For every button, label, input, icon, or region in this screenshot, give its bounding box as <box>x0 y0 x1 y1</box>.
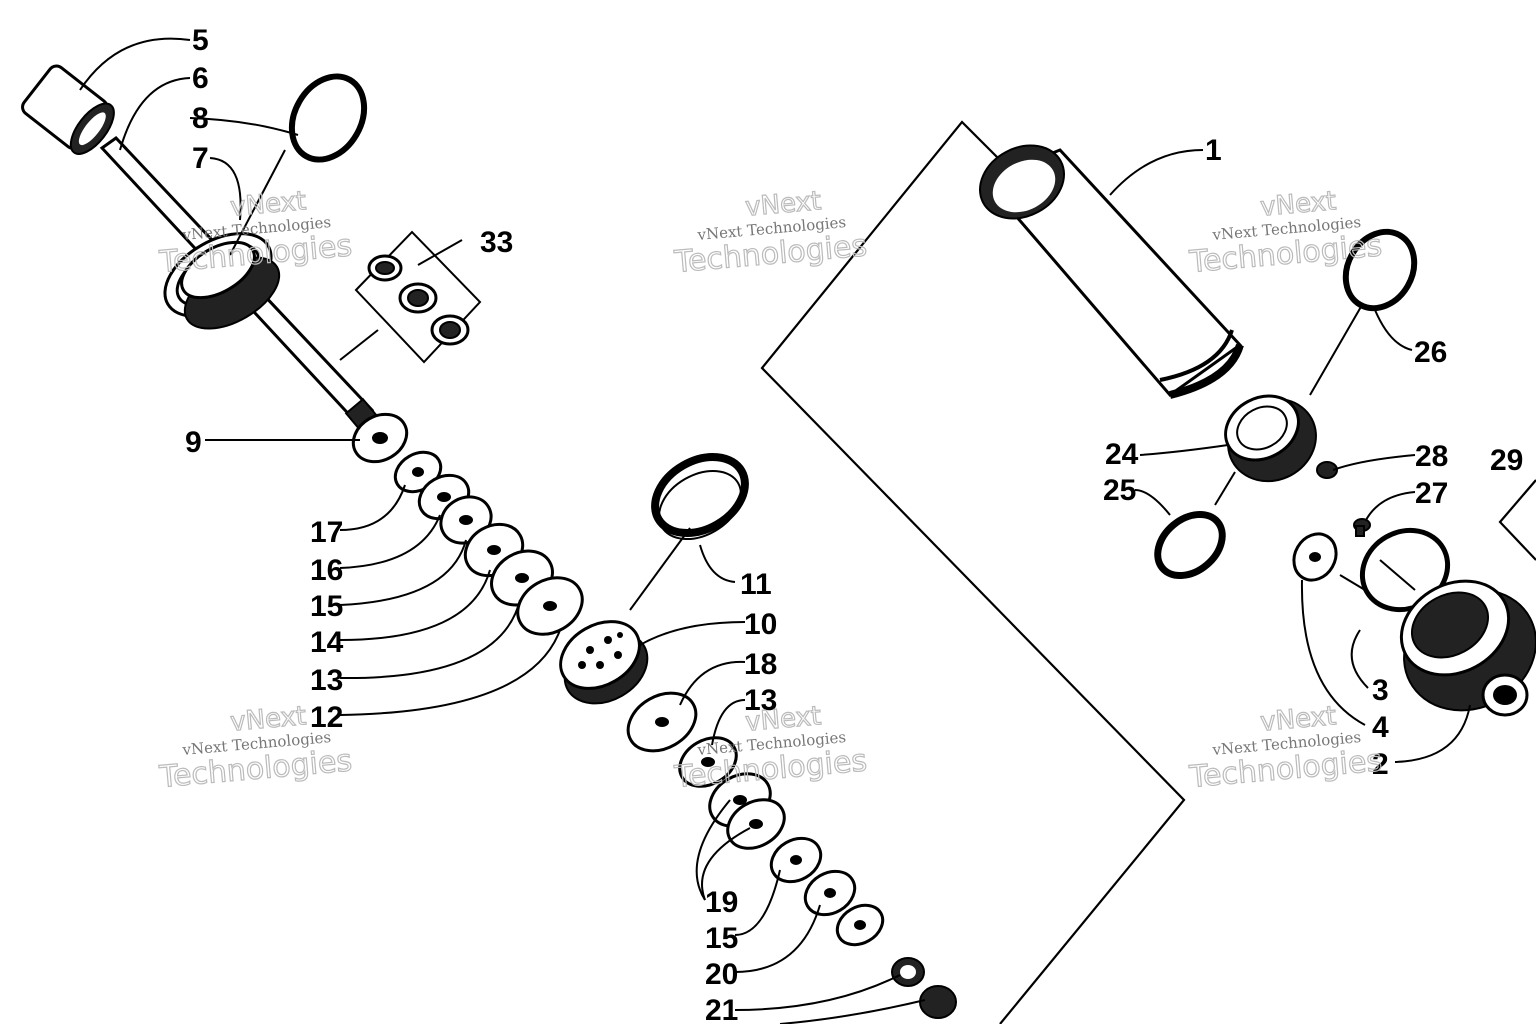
callout-9: 9 <box>185 426 202 459</box>
part-11-piston-ring <box>651 453 749 541</box>
leader-lines <box>79 37 1471 1024</box>
watermark-top-left: vNext vNext Technologies Technologies <box>157 186 354 281</box>
watermark-bottom-center: vNext vNext Technologies Technologies <box>672 701 869 796</box>
shim-stack-lower <box>626 691 957 1019</box>
part-24-end-cap <box>1224 394 1317 483</box>
callout-12: 12 <box>310 701 343 734</box>
callout-19: 19 <box>705 886 738 919</box>
callout-24: 24 <box>1105 438 1139 471</box>
callout-21: 21 <box>705 994 738 1024</box>
watermark-bottom-right-brand: vNext <box>1259 701 1337 738</box>
callout-15-lower: 15 <box>705 922 738 955</box>
callout-8: 8 <box>192 102 209 135</box>
callout-13-upper: 13 <box>310 664 343 697</box>
part-25-ring <box>1154 510 1226 580</box>
watermark-top-left-brand: vNext <box>229 186 307 223</box>
part-26-o-ring <box>1342 228 1418 312</box>
watermark-bottom-left-brand: vNext <box>229 701 307 738</box>
watermark-top-right-brand: vNext <box>1259 186 1337 223</box>
callout-2: 2 <box>1372 748 1389 781</box>
part-9-washer-hole <box>372 432 388 444</box>
callout-20: 20 <box>705 958 738 991</box>
callout-28: 28 <box>1415 440 1448 473</box>
watermark-top-center: vNext vNext Technologies Technologies <box>672 186 869 281</box>
callout-14: 14 <box>310 626 344 659</box>
callout-29: 29 <box>1490 444 1523 477</box>
shaft-assembly <box>21 64 482 464</box>
watermark-top-right: vNext vNext Technologies Technologies <box>1187 186 1384 281</box>
part-2-lower-eye <box>1399 579 1536 717</box>
part-8-o-ring <box>288 73 368 163</box>
part-5-eye-cap <box>21 64 115 155</box>
callout-3: 3 <box>1372 674 1389 707</box>
part-1-body-tube <box>978 144 1244 399</box>
watermark-bottom-right: vNext vNext Technologies Technologies <box>1187 701 1384 796</box>
callout-7: 7 <box>192 142 209 175</box>
watermark-bottom-center-brand: vNext <box>744 701 822 738</box>
callout-13-lower: 13 <box>744 684 777 717</box>
callout-18: 18 <box>744 648 777 681</box>
body-outline <box>760 120 1186 1024</box>
part-27-screw <box>1353 518 1371 537</box>
part-33-bushings <box>354 230 482 364</box>
part-10-piston <box>559 620 649 705</box>
callout-4: 4 <box>1372 711 1389 744</box>
callout-33: 33 <box>480 226 513 259</box>
part-29-bracket <box>1498 479 1536 561</box>
callout-5: 5 <box>192 24 209 57</box>
callout-labels: 5 6 8 7 33 9 17 16 15 14 13 12 11 10 18 … <box>185 24 1523 1024</box>
callout-25: 25 <box>1103 474 1136 507</box>
watermark-top-center-brand: vNext <box>744 186 822 223</box>
callout-27: 27 <box>1415 477 1448 510</box>
shim-stack-upper <box>393 450 584 636</box>
callout-17: 17 <box>310 516 343 549</box>
part-28-washer <box>1316 461 1338 479</box>
callout-16: 16 <box>310 554 343 587</box>
callout-6: 6 <box>192 62 209 95</box>
part-7-rod-guide <box>163 232 281 330</box>
callout-26: 26 <box>1414 336 1447 369</box>
callout-11: 11 <box>740 568 772 601</box>
callout-15-upper: 15 <box>310 590 343 623</box>
callout-1: 1 <box>1205 134 1222 167</box>
callout-10: 10 <box>744 608 777 641</box>
